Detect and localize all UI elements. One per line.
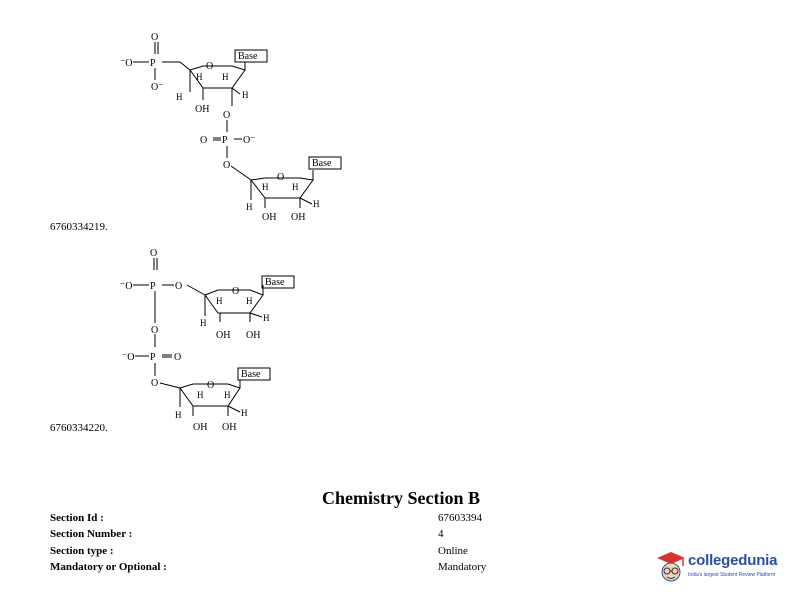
atom-label: H	[197, 390, 204, 400]
atom-label: O	[151, 325, 158, 336]
atom-label: P	[150, 352, 156, 363]
atom-label: OH	[193, 422, 207, 433]
atom-label: O	[206, 61, 213, 72]
atom-label: H	[176, 92, 183, 102]
atom-label: OH	[216, 330, 230, 341]
atom-label: H	[196, 72, 203, 82]
option-id-1: 6760334219.	[50, 221, 108, 233]
atom-label: O	[151, 32, 158, 43]
atom-label: OH	[262, 212, 276, 223]
collegedunia-logo: collegedunia India's largest Student Rev…	[656, 548, 784, 586]
option-id-2: 6760334220.	[50, 422, 108, 434]
atom-label: O	[151, 378, 158, 389]
structure-option-2: O P ⁻O O O Base H H H H OH OH O ⁻O P O O…	[120, 248, 295, 433]
structure-option-1: O P ⁻O O⁻ O Base H H H H OH O O P O⁻ O O…	[120, 32, 342, 223]
atom-label: O	[150, 248, 157, 259]
atom-label: H	[246, 202, 253, 212]
atom-label: O⁻	[151, 82, 164, 93]
section-id-value: 67603394	[438, 512, 482, 524]
atom-label: OH	[291, 212, 305, 223]
atom-label: H	[200, 318, 207, 328]
section-number-label: Section Number :	[50, 528, 133, 540]
atom-label: H	[262, 182, 269, 192]
logo-name: collegedunia	[688, 552, 778, 569]
section-type-value: Online	[438, 545, 468, 557]
mandatory-value: Mandatory	[438, 561, 487, 573]
atom-label: OH	[195, 104, 209, 115]
section-id-label: Section Id :	[50, 512, 104, 524]
base-label: Base	[238, 51, 258, 62]
graduate-mascot-icon	[657, 552, 685, 582]
atom-label: H	[263, 313, 270, 323]
section-number-value: 4	[438, 528, 444, 540]
atom-label: O⁻	[243, 135, 256, 146]
atom-label: H	[313, 199, 320, 209]
atom-label: H	[242, 90, 249, 100]
atom-label: P	[222, 135, 228, 146]
atom-label: H	[292, 182, 299, 192]
atom-label: P	[150, 281, 156, 292]
atom-label: O	[223, 160, 230, 171]
atom-label: H	[175, 410, 182, 420]
base-label: Base	[241, 369, 261, 380]
atom-label: ⁻O	[120, 58, 133, 69]
logo-tagline: India's largest Student Review Platform	[688, 572, 776, 578]
atom-label: H	[241, 408, 248, 418]
atom-label: ⁻O	[120, 281, 133, 292]
atom-label: O	[223, 110, 230, 121]
atom-label: P	[150, 58, 156, 69]
atom-label: O	[232, 286, 239, 297]
atom-label: O	[200, 135, 207, 146]
atom-label: O	[207, 380, 214, 391]
base-label: Base	[312, 158, 332, 169]
atom-label: H	[246, 296, 253, 306]
section-title: Chemistry Section B	[322, 488, 480, 508]
atom-label: H	[216, 296, 223, 306]
atom-label: ⁻O	[122, 352, 135, 363]
base-label: Base	[265, 277, 285, 288]
section-type-label: Section type :	[50, 545, 114, 557]
atom-label: H	[224, 390, 231, 400]
atom-label: H	[222, 72, 229, 82]
atom-label: O	[174, 352, 181, 363]
mandatory-label: Mandatory or Optional :	[50, 561, 167, 573]
atom-label: O	[175, 281, 182, 292]
atom-label: O	[277, 172, 284, 183]
atom-label: OH	[246, 330, 260, 341]
atom-label: OH	[222, 422, 236, 433]
